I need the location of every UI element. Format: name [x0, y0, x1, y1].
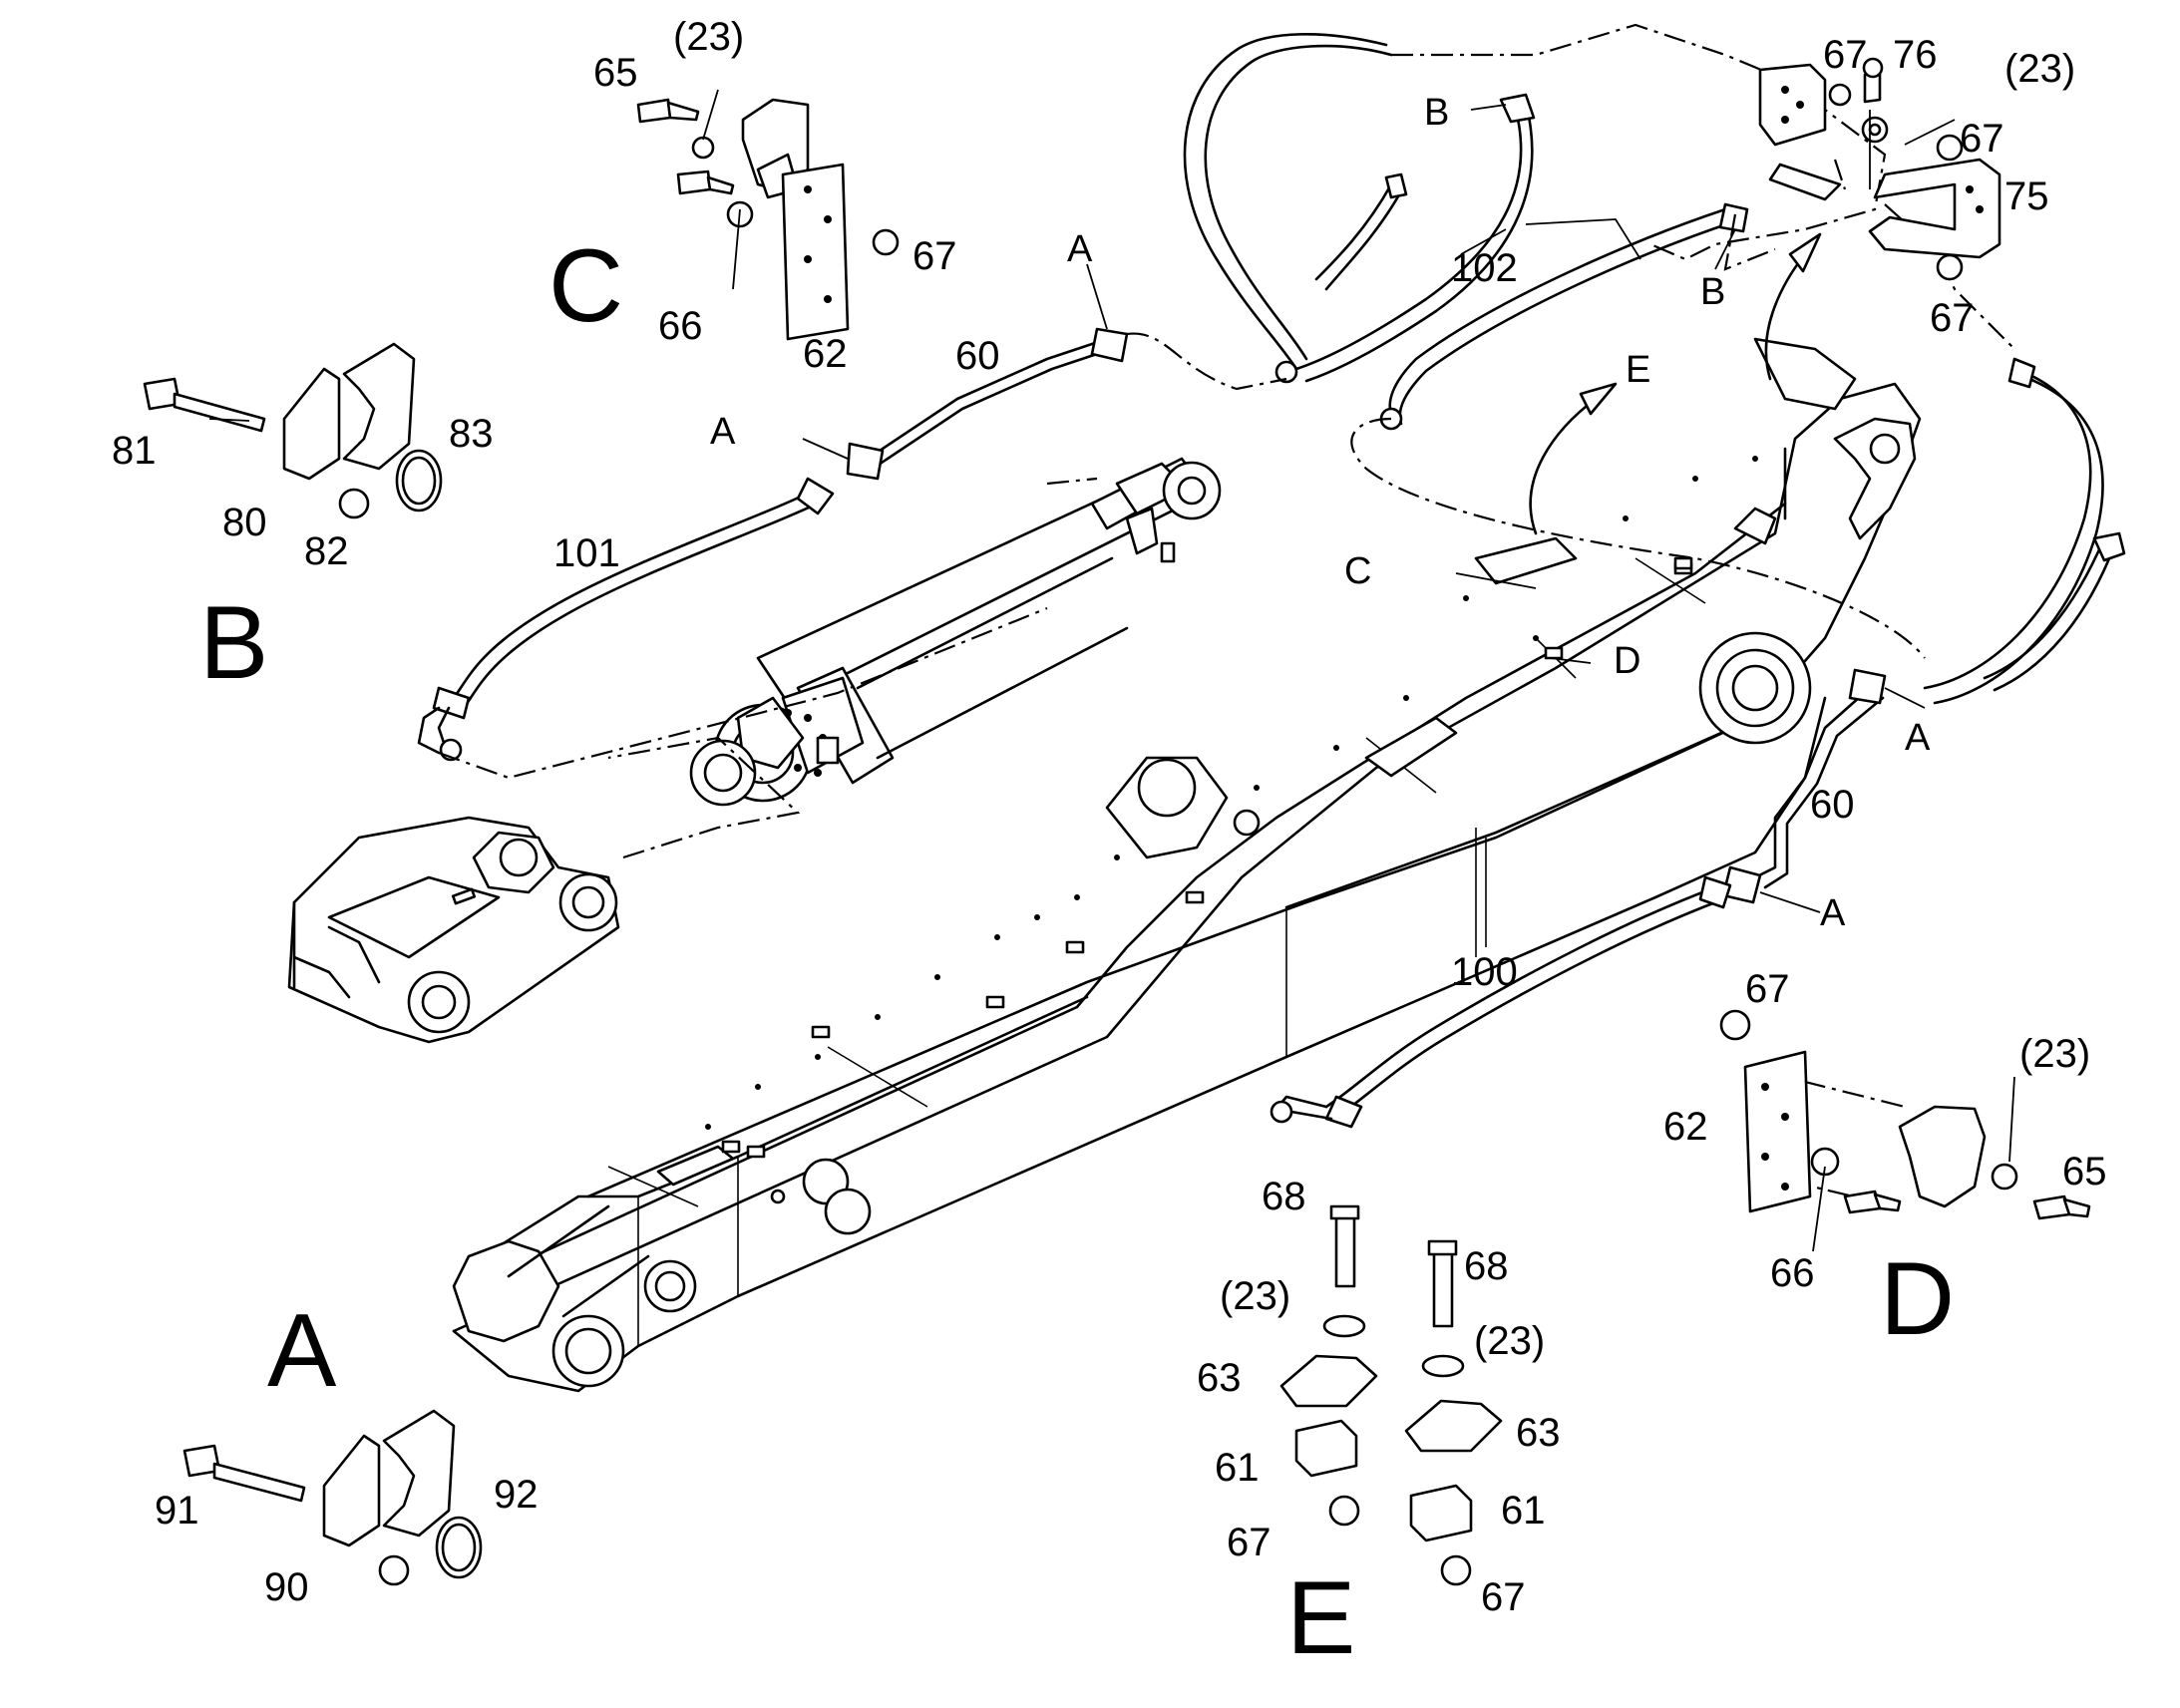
ref-c-boom: C	[1344, 550, 1371, 592]
callout-80: 80	[222, 501, 267, 544]
callout-82: 82	[304, 529, 349, 573]
callout-numbers: 65 (23) 67 66 62 60 81 83 80 82 101 102 …	[112, 15, 2107, 1619]
detail-letter-e: E	[1286, 1560, 1355, 1676]
callout-67-e-left: 67	[1227, 1521, 1272, 1564]
callout-81: 81	[112, 429, 157, 473]
callout-63-right: 63	[1516, 1411, 1561, 1455]
ref-b-right: B	[1700, 271, 1725, 313]
callout-23-c: (23)	[673, 15, 744, 59]
callout-100: 100	[1451, 950, 1518, 994]
callout-75: 75	[2004, 174, 2049, 218]
callout-61-left: 61	[1215, 1446, 1260, 1490]
callout-67-d: 67	[1745, 967, 1790, 1011]
callout-62-c: 62	[803, 332, 848, 376]
ref-a-top-upper: A	[1067, 228, 1093, 270]
callout-91: 91	[155, 1489, 199, 1533]
detail-letter-a: A	[267, 1293, 337, 1409]
ref-d-boom: D	[1614, 640, 1640, 682]
detail-c	[636, 89, 900, 341]
callout-60-right: 60	[1810, 783, 1855, 827]
hydraulic-cylinder	[689, 457, 1222, 807]
detail-letter-d: D	[1880, 1241, 1955, 1357]
ref-a-right-upper: A	[1905, 717, 1931, 759]
callout-23-br: (23)	[2004, 47, 2075, 91]
callout-23-d: (23)	[2019, 1032, 2090, 1076]
callout-23-e-left: (23)	[1220, 1274, 1290, 1318]
callout-67-e-right: 67	[1481, 1575, 1526, 1619]
direction-arrows	[1529, 232, 1822, 535]
callout-23-e-right: (23)	[1474, 1319, 1545, 1363]
detail-letter-c: C	[548, 228, 623, 344]
detail-a	[182, 1409, 483, 1586]
reference-letters: A A A A B B C D E	[710, 92, 1931, 934]
ref-b-left: B	[1424, 92, 1449, 134]
callout-67-c: 67	[912, 234, 957, 278]
callout-68-right: 68	[1464, 1244, 1509, 1288]
detail-letter-b: B	[199, 585, 268, 701]
callout-66-d: 66	[1770, 1251, 1815, 1295]
detail-b	[143, 342, 443, 519]
callout-65-c: 65	[593, 51, 638, 95]
callout-66-c: 66	[658, 304, 703, 348]
callout-76: 76	[1893, 33, 1938, 77]
callout-90: 90	[264, 1565, 309, 1609]
callout-65-d: 65	[2062, 1150, 2107, 1194]
detail-e	[1279, 1204, 1503, 1586]
callout-83: 83	[449, 412, 494, 456]
ref-e-arrow: E	[1626, 349, 1650, 391]
assembly-lines	[438, 23, 2015, 1208]
boom-arm	[452, 337, 1922, 1393]
callout-60-top: 60	[955, 334, 1000, 378]
bracket-assembly	[1758, 57, 2001, 281]
callout-67-br-top: 67	[1823, 33, 1868, 77]
detail-view-letters: C B A D E	[199, 228, 1955, 1676]
callout-63-left: 63	[1197, 1356, 1242, 1400]
leader-lines	[208, 104, 2015, 1252]
callout-67-br-mid: 67	[1960, 117, 2004, 161]
callout-67-br-bot: 67	[1930, 296, 1975, 340]
ref-a-top-lower: A	[710, 411, 736, 453]
callout-102: 102	[1451, 246, 1518, 290]
callout-92: 92	[494, 1473, 539, 1517]
callout-101: 101	[553, 531, 620, 575]
hoses	[417, 33, 2126, 1129]
callout-62-d: 62	[1663, 1105, 1708, 1149]
callout-61-right: 61	[1501, 1489, 1546, 1533]
ref-a-right-lower: A	[1820, 892, 1846, 934]
detail-d	[1719, 1009, 2091, 1220]
boom-link	[287, 816, 620, 1044]
callout-68-left: 68	[1262, 1175, 1306, 1218]
